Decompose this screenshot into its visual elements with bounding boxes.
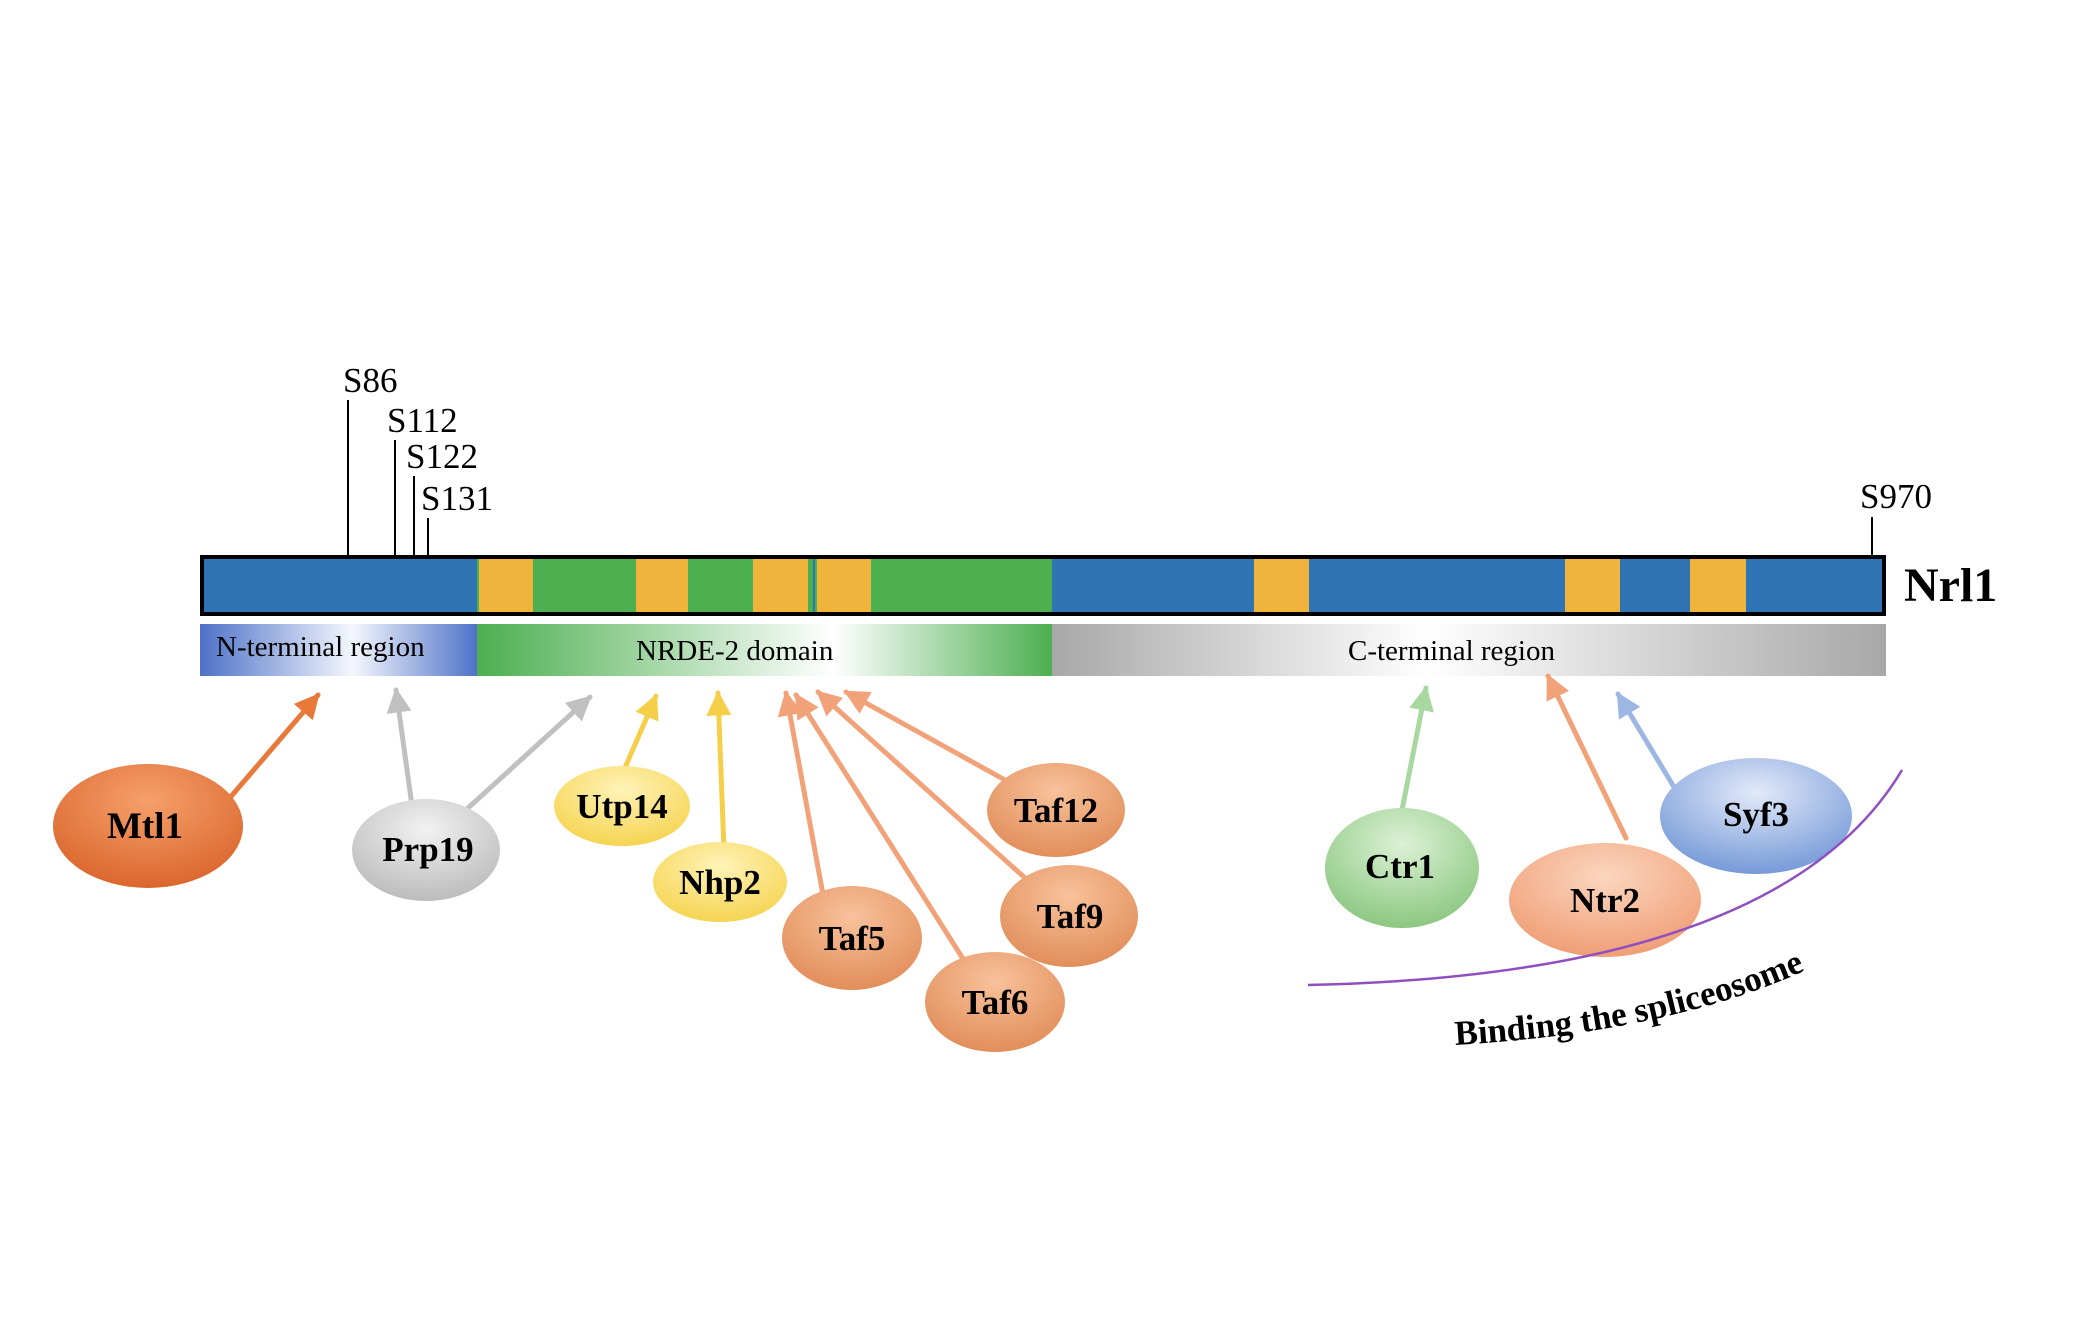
svg-text:Binding the spliceosome: Binding the spliceosome [1453, 942, 1808, 1053]
partner-label-utp14: Utp14 [576, 787, 667, 826]
site-label-s131: S131 [421, 479, 493, 518]
arrows [225, 673, 1680, 965]
protein-name: Nrl1 [1904, 559, 1997, 612]
partner-taf6 [925, 952, 1065, 1052]
motif-5 [1254, 559, 1309, 612]
arrow-utp14 [621, 693, 659, 773]
partner-label-ntr2: Ntr2 [1570, 881, 1640, 920]
spliceosome-bracket [1307, 769, 1904, 987]
site-label-s112: S112 [387, 401, 458, 440]
arrow-ntr2 [1545, 673, 1629, 841]
partner-prp19 [352, 799, 500, 901]
region-nrde2 [477, 624, 1052, 676]
motifs [479, 559, 1746, 612]
spliceosome-label: Binding the spliceosome [1453, 942, 1808, 1053]
site-label-s970: S970 [1860, 477, 1932, 516]
motif-6 [1565, 559, 1620, 612]
partner-taf12 [987, 763, 1125, 857]
site-ticks [347, 400, 1873, 557]
partner-label-mtl1: Mtl1 [107, 806, 183, 847]
partner-nhp2 [653, 842, 787, 922]
partner-label-nhp2: Nhp2 [679, 863, 761, 902]
partner-label-syf3: Syf3 [1723, 795, 1789, 834]
partner-taf9 [1000, 865, 1138, 967]
protein-bar-n-blue [202, 557, 477, 614]
arrow-taf12 [843, 689, 1008, 783]
arrow-syf3 [1615, 691, 1680, 795]
motif-2 [636, 559, 688, 612]
partner-label-ctr1: Ctr1 [1365, 847, 1435, 886]
arrow-mtl1 [225, 692, 321, 803]
partner-ctr1 [1325, 808, 1479, 928]
region-label-n-terminal: N-terminal region [216, 631, 425, 663]
partner-label-taf12: Taf12 [1014, 791, 1098, 830]
site-label-s86: S86 [343, 361, 397, 400]
partner-syf3 [1660, 758, 1852, 874]
protein-bar-c-blue [1052, 557, 1884, 614]
protein-bar [200, 555, 1886, 616]
region-label-nrde2: NRDE-2 domain [636, 635, 834, 667]
motif-7 [1690, 559, 1746, 612]
partner-label-prp19: Prp19 [382, 830, 473, 869]
motif-3 [753, 559, 808, 612]
arrow-taf6 [793, 692, 968, 965]
partner-label-taf6: Taf6 [962, 983, 1029, 1022]
partner-ntr2 [1509, 843, 1701, 957]
arrow-taf5 [777, 690, 827, 903]
region-label-c-terminal: C-terminal region [1348, 635, 1555, 667]
partner-mtl1 [53, 764, 243, 888]
motif-1 [479, 559, 533, 612]
arrow-prp19-nrde [465, 694, 593, 811]
partner-taf5 [782, 886, 922, 990]
partners [53, 758, 1852, 1052]
arrow-taf9 [815, 689, 1028, 881]
region-n-terminal [200, 624, 477, 676]
arrow-nhp2 [706, 690, 732, 853]
partner-utp14 [554, 766, 690, 846]
arrow-prp19-n [386, 687, 415, 809]
region-c-terminal [1052, 624, 1886, 676]
region-bars [200, 624, 1886, 676]
partner-label-taf9: Taf9 [1037, 897, 1104, 936]
protein-bar-outline [200, 555, 1886, 616]
motif-4 [817, 559, 871, 612]
site-label-s122: S122 [406, 437, 478, 476]
partner-label-taf5: Taf5 [819, 919, 886, 958]
arrow-ctr1 [1399, 685, 1434, 813]
